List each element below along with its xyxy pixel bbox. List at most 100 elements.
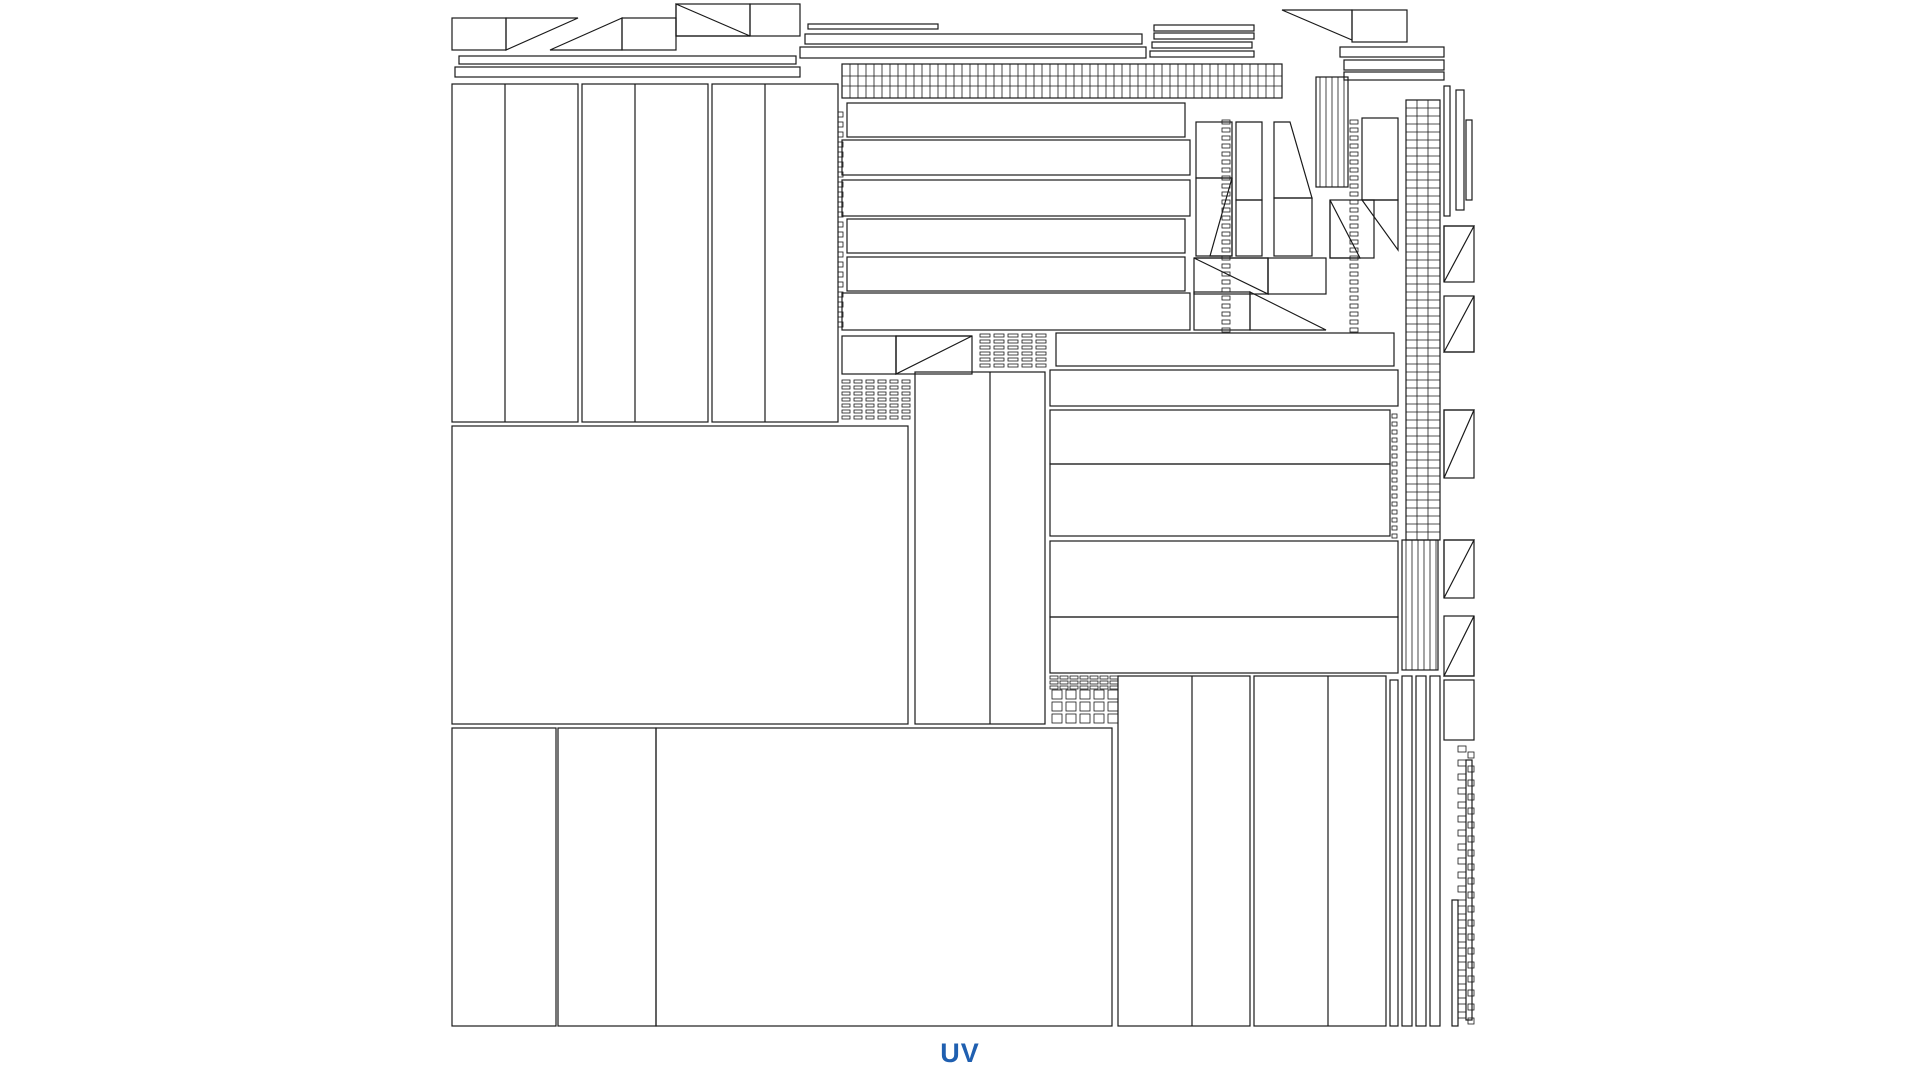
uv-island <box>837 111 844 118</box>
uv-island <box>841 292 1191 331</box>
uv-island <box>1467 849 1475 857</box>
uv-island <box>889 403 899 408</box>
uv-island <box>979 363 991 368</box>
uv-island <box>1035 345 1047 350</box>
uv-island <box>1065 689 1077 700</box>
uv-island <box>889 391 899 396</box>
uv-island <box>901 409 911 414</box>
uv-island <box>1049 369 1399 407</box>
uv-island <box>1349 183 1359 189</box>
uv-island <box>1221 311 1231 317</box>
uv-island <box>1089 685 1099 690</box>
uv-island <box>865 379 875 384</box>
uv-island <box>1051 689 1063 700</box>
uv-island <box>993 345 1005 350</box>
uv-island <box>1391 525 1398 531</box>
uv-island <box>1221 319 1231 325</box>
uv-island <box>1221 239 1231 245</box>
uv-island <box>853 397 863 402</box>
uv-island <box>993 333 1005 338</box>
uv-island <box>1451 899 1459 1027</box>
uv-island <box>1349 231 1359 237</box>
uv-island <box>1093 689 1105 700</box>
uv-island <box>458 55 797 65</box>
uv-island <box>1221 223 1231 229</box>
uv-island <box>1429 675 1441 1027</box>
uv-island <box>1149 50 1255 58</box>
uv-island <box>1109 685 1119 690</box>
uv-island <box>1442 295 1475 353</box>
uv-island <box>655 727 1113 1027</box>
uv-island <box>1443 225 1476 283</box>
uv-island <box>621 17 677 51</box>
uv-island <box>979 351 991 356</box>
uv-island <box>901 415 911 420</box>
uv-island <box>1059 680 1069 685</box>
uv-island <box>1457 913 1467 921</box>
uv-island <box>1467 779 1475 787</box>
uv-island <box>557 727 657 1027</box>
uv-island <box>799 46 1147 59</box>
uv-island <box>1457 997 1467 1005</box>
uv-island <box>1253 675 1387 1027</box>
uv-island <box>1221 295 1231 301</box>
uv-island <box>1465 759 1473 1021</box>
uv-island <box>1007 351 1019 356</box>
uv-island <box>901 391 911 396</box>
uv-island <box>841 385 851 390</box>
uv-island <box>1221 175 1231 181</box>
uv-island <box>1007 345 1019 350</box>
uv-island <box>841 335 897 375</box>
uv-island <box>1221 255 1231 261</box>
uv-island <box>1457 815 1467 823</box>
uv-island <box>1221 327 1231 333</box>
uv-island <box>1349 159 1359 165</box>
uv-island <box>1007 339 1019 344</box>
uv-island <box>1035 363 1047 368</box>
uv-island <box>1457 983 1467 991</box>
uv-island <box>1035 357 1047 362</box>
uv-island <box>877 415 887 420</box>
uv-island <box>581 83 709 423</box>
uv-island <box>837 311 844 318</box>
uv-island <box>841 415 851 420</box>
uv-island <box>1467 765 1475 773</box>
uv-island <box>837 231 844 238</box>
uv-island <box>853 415 863 420</box>
uv-island <box>1467 863 1475 871</box>
uv-island <box>1401 675 1413 1027</box>
uv-island <box>1349 223 1359 229</box>
uv-island <box>901 397 911 402</box>
uv-island <box>1221 119 1231 125</box>
uv-island <box>1221 135 1231 141</box>
uv-island <box>1099 680 1109 685</box>
uv-island <box>1093 701 1105 712</box>
uv-island <box>993 363 1005 368</box>
uv-island <box>1107 713 1119 724</box>
uv-island <box>841 397 851 402</box>
uv-island <box>837 251 844 258</box>
uv-island <box>865 409 875 414</box>
uv-island <box>1467 821 1475 829</box>
uv-island <box>1021 333 1033 338</box>
uv-island <box>1021 345 1033 350</box>
uv-island <box>993 339 1005 344</box>
uv-island <box>837 201 844 208</box>
uv-island <box>865 397 875 402</box>
uv-island <box>1007 357 1019 362</box>
uv-island <box>837 271 844 278</box>
uv-island <box>837 291 844 298</box>
uv-island <box>675 3 751 37</box>
uv-island <box>837 171 844 178</box>
uv-island <box>1049 616 1399 674</box>
uv-island <box>1391 413 1398 419</box>
uv-island <box>1069 675 1079 680</box>
uv-island <box>841 379 851 384</box>
uv-island <box>1079 675 1089 680</box>
uv-island <box>1443 679 1475 741</box>
uv-island <box>1221 127 1231 133</box>
uv-island <box>1467 751 1475 759</box>
uv-island <box>1079 701 1091 712</box>
uv-island <box>837 151 844 158</box>
uv-island <box>1079 689 1091 700</box>
